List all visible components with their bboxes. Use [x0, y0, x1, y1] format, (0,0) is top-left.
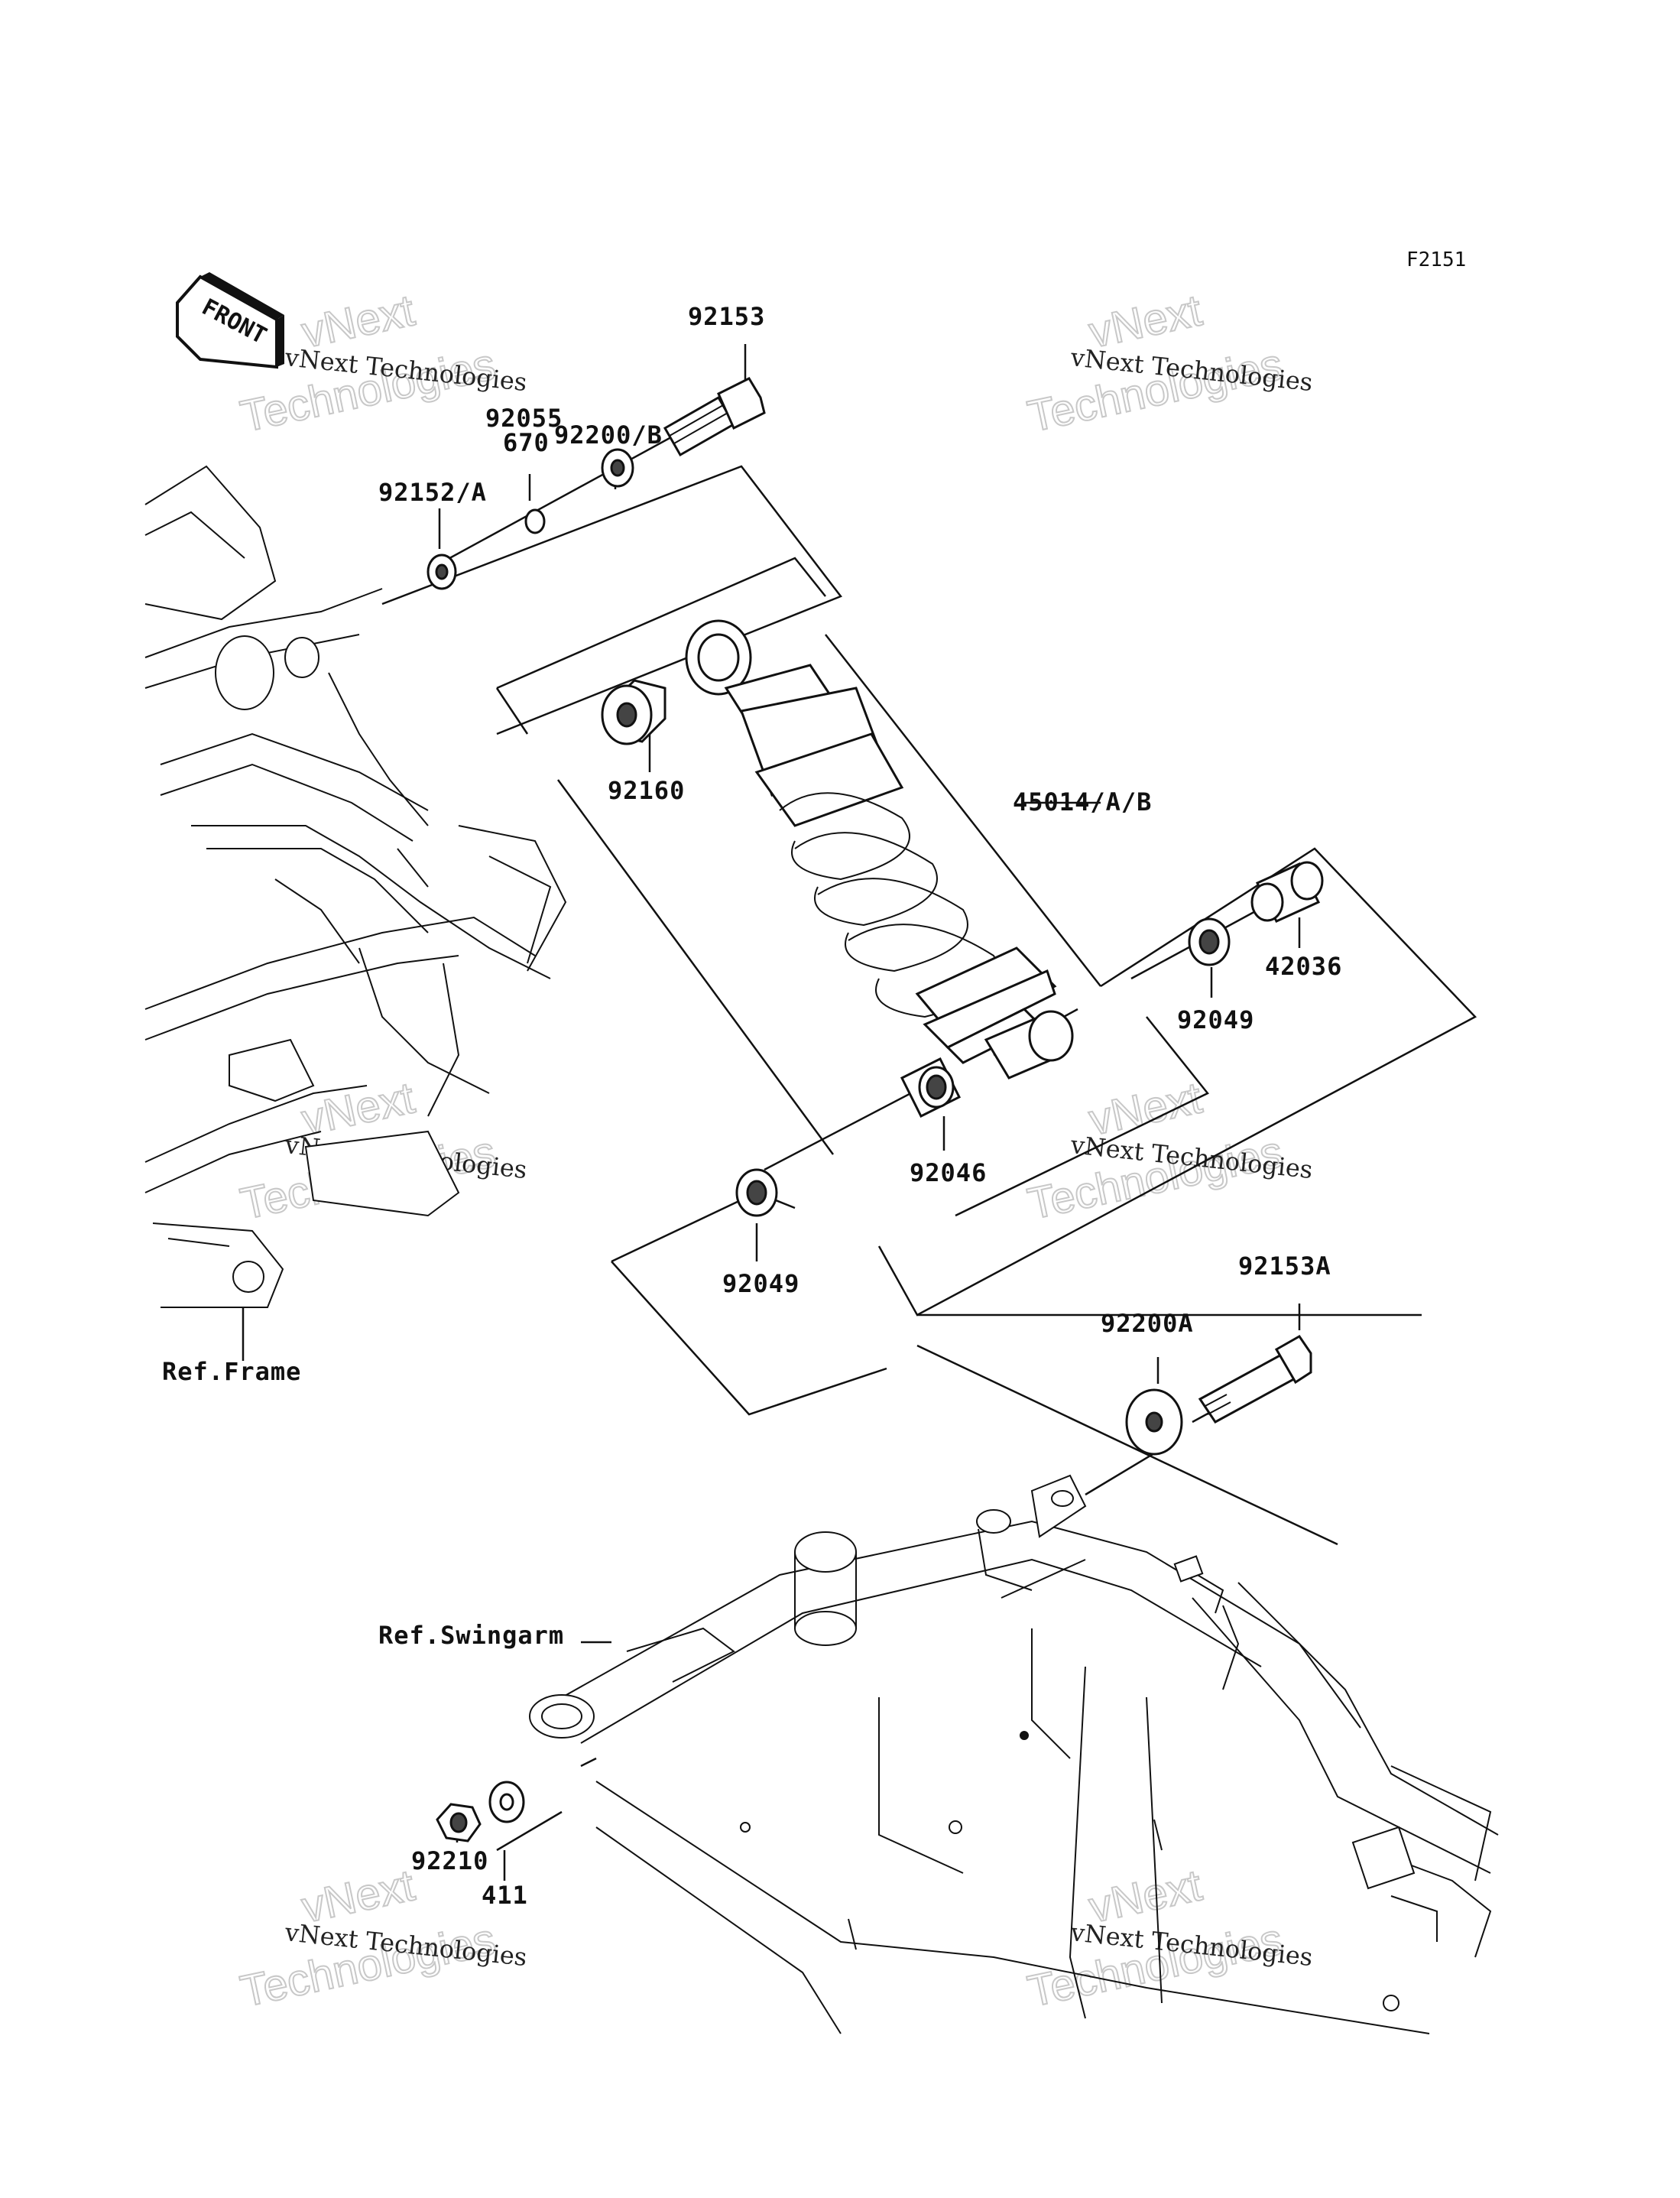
- callout-92153: 92153: [688, 302, 765, 331]
- watermark-top-right: vNext Technologies vNext Technologies: [1023, 284, 1314, 442]
- callout-92049-lower: 92049: [722, 1269, 799, 1298]
- ref-swingarm-label: Ref.Swingarm: [378, 1621, 564, 1650]
- seal-92049-lower-icon: [735, 1168, 778, 1217]
- collar-92152a-icon: [426, 554, 457, 590]
- front-arrow-icon: FRONT: [176, 272, 284, 369]
- frame-drawing: [144, 465, 567, 1308]
- bushing-92160-icon: [601, 679, 666, 745]
- callout-45014ab: 45014/A/B: [1013, 787, 1152, 817]
- bolt-92153a-icon: [1198, 1335, 1312, 1424]
- callout-92210: 92210: [411, 1846, 488, 1875]
- callout-92153a: 92153A: [1238, 1252, 1331, 1281]
- shock-absorber-45014-icon: [685, 619, 1057, 1064]
- callout-92152a: 92152/A: [378, 478, 487, 507]
- watermark-bottom-right: vNext Technologies vNext Technologies: [1023, 1859, 1314, 2017]
- callout-92046: 92046: [910, 1158, 987, 1187]
- callout-92200a: 92200A: [1101, 1309, 1194, 1338]
- callout-670: 670: [503, 428, 550, 457]
- seal-92049-upper-icon: [1188, 917, 1231, 966]
- nut-92210-icon: [436, 1803, 482, 1842]
- callout-92049-upper: 92049: [1177, 1005, 1254, 1034]
- callout-92200b: 92200/B: [554, 420, 663, 450]
- callout-42036: 42036: [1265, 952, 1342, 981]
- bolt-92153-icon: [663, 377, 766, 457]
- washer-92200a-icon: [1125, 1388, 1183, 1456]
- washer-411-icon: [488, 1781, 525, 1823]
- collar-42036-icon: [1250, 861, 1324, 923]
- o-ring-92055-icon: [524, 508, 546, 534]
- lower-bushing-icon: [984, 1010, 1074, 1080]
- callout-411: 411: [482, 1881, 528, 1910]
- washer-92200b-icon: [601, 448, 634, 488]
- ref-frame-label: Ref.Frame: [162, 1357, 301, 1386]
- watermark-mid-right: vNext Technologies vNext Technologies: [1023, 1072, 1314, 1229]
- figure-code: F2151: [1406, 248, 1466, 271]
- needle-bearing-92046-icon: [900, 1057, 962, 1118]
- swingarm-drawing: [529, 1474, 1499, 2034]
- callout-92160: 92160: [608, 776, 685, 805]
- callout-92055: 92055: [485, 404, 563, 433]
